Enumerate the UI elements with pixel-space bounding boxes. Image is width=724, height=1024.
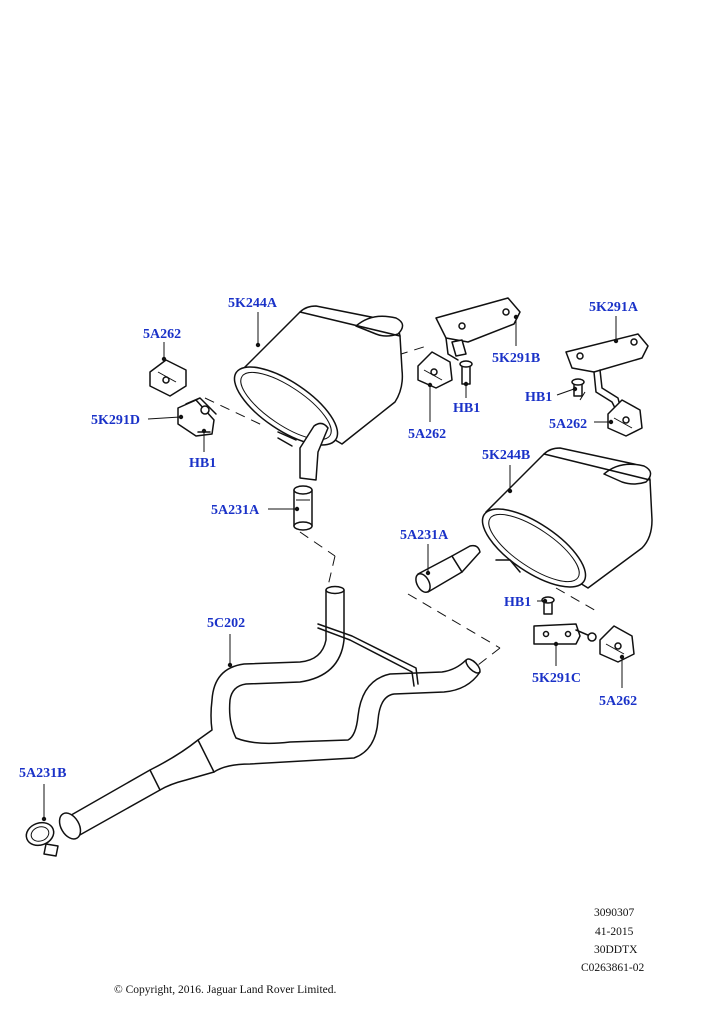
label-pipe-right: 5A231A [400,528,449,543]
reference-line-2: 41-2015 [595,926,634,938]
bracket-right-bottom [533,623,597,645]
bracket-left [177,397,217,437]
muffler-left [233,305,404,481]
reference-line-4: C0263861-02 [581,962,645,974]
muffler-right [481,447,653,589]
label-clamp-left-top: 5A262 [143,327,181,342]
leader-lines [41,312,625,822]
bracket-right-top [565,333,649,411]
label-bolt-right-bottom: HB1 [504,595,531,610]
y-pipe [58,585,481,840]
copyright-notice: © Copyright, 2016. Jaguar Land Rover Lim… [114,984,337,996]
label-bracket-right-top: 5K291A [589,300,639,315]
clamp-left-top [149,359,187,397]
label-bolt-center: HB1 [453,401,480,416]
clamp-front [25,821,59,857]
label-pipe-left: 5A231A [211,503,260,518]
label-bolt-right-top: HB1 [525,390,552,405]
label-bolt-left: HB1 [189,456,216,471]
part-labels: 5K244A 5A262 5K291D HB1 5A231A 5K291B HB… [19,296,639,781]
label-bracket-right-bottom: 5K291C [532,671,581,686]
pipe-right [415,544,481,594]
label-clamp-right-top: 5A262 [549,417,587,432]
clamp-center [417,351,453,389]
label-muffler-right: 5K244B [482,448,530,463]
clamp-right-top [607,399,643,437]
label-clamp-right-bottom: 5A262 [599,694,637,709]
label-muffler-left: 5K244A [228,296,278,311]
bolt-right-top [571,378,585,397]
label-clamp-center: 5A262 [408,427,446,442]
reference-line-1: 3090307 [594,907,635,919]
pipe-left [293,485,313,531]
label-bracket-left: 5K291D [91,413,140,428]
bracket-center [435,297,521,361]
label-bracket-center: 5K291B [492,351,540,366]
reference-line-3: 30DDTX [594,944,638,956]
label-clamp-front: 5A231B [19,766,66,781]
clamp-right-bottom [599,625,635,663]
bolt-center [459,360,473,385]
label-y-pipe: 5C202 [207,616,245,631]
